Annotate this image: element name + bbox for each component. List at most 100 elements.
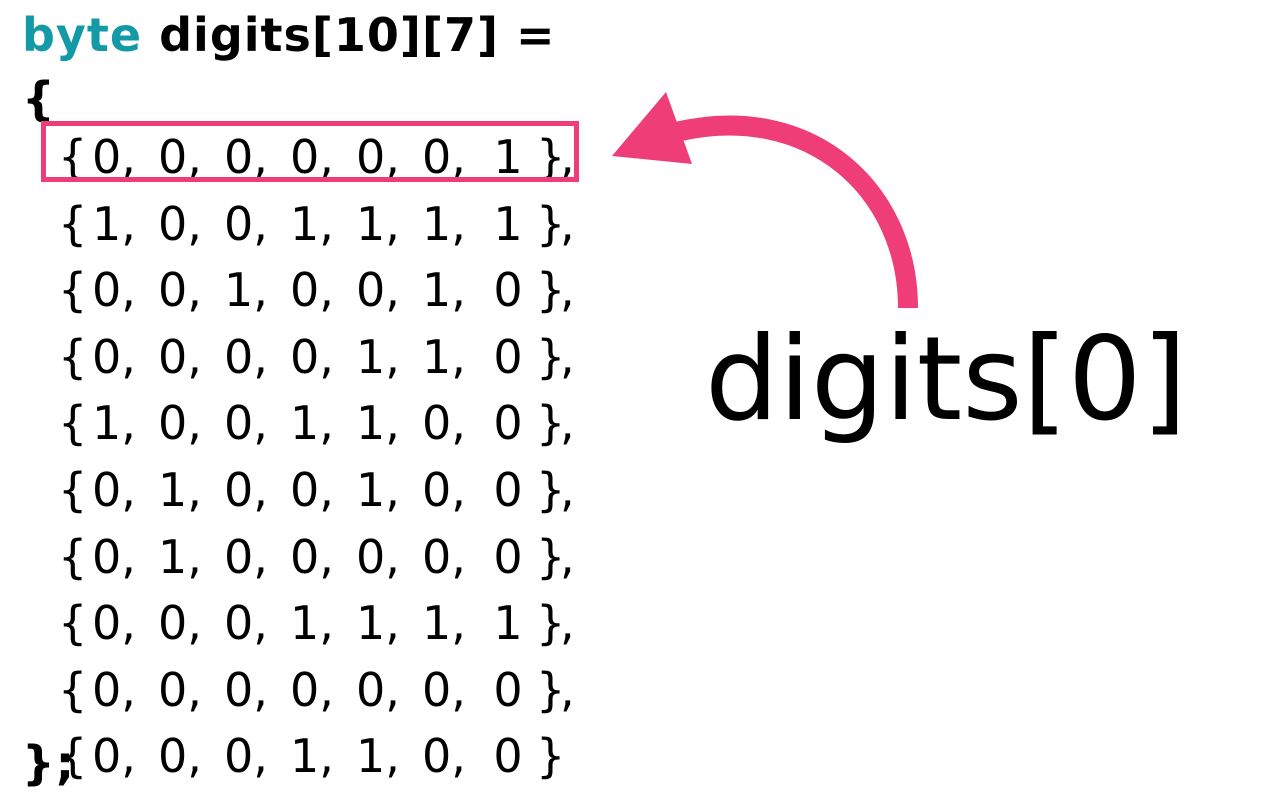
array-cell: 1, <box>422 596 466 651</box>
array-cell: 0, <box>290 263 334 318</box>
row-comma: , <box>560 196 575 251</box>
row-close-brace: } <box>536 463 566 517</box>
array-cell: 0, <box>290 329 334 384</box>
array-cell: 0, <box>290 662 334 717</box>
array-cell: 0, <box>290 529 334 584</box>
array-cell: 1 <box>493 596 523 651</box>
array-row: {0, 1, 0, 0, 1, 0, 0}, <box>58 457 588 523</box>
row-comma: , <box>560 130 575 184</box>
array-cell: 1, <box>290 729 334 784</box>
array-cell: 0, <box>158 196 202 251</box>
callout-label: digits[0] <box>705 312 1187 447</box>
array-cell: 0, <box>356 662 400 717</box>
array-cell: 0, <box>92 263 136 318</box>
array-cell: 1, <box>356 396 400 451</box>
array-cell: 0 <box>493 263 523 318</box>
array-cell: 0, <box>158 130 202 184</box>
array-cell: 0 <box>493 729 523 784</box>
callout-arrow-head <box>612 92 692 164</box>
array-cell: 1, <box>290 596 334 651</box>
array-cell: 0, <box>224 130 268 184</box>
array-cell: 0, <box>158 329 202 384</box>
array-cell: 0, <box>92 596 136 651</box>
close-brace: }; <box>22 736 76 790</box>
row-comma: , <box>560 396 575 451</box>
row-close-brace: } <box>536 130 566 184</box>
array-cell: 1, <box>422 263 466 318</box>
row-open-brace: { <box>58 662 88 717</box>
array-cell: 1, <box>422 196 466 251</box>
array-row: {0,0,0,0,0,0,0}, <box>58 657 588 723</box>
array-cell: 0, <box>356 263 400 318</box>
array-cell: 0, <box>92 662 136 717</box>
array-row: {0, 0, 0, 0, 1, 1, 0}, <box>58 324 588 390</box>
row-close-brace: } <box>536 263 566 318</box>
array-cell: 0, <box>290 463 334 517</box>
row-open-brace: { <box>58 396 88 451</box>
array-cell: 0, <box>224 729 268 784</box>
row-open-brace: { <box>58 329 88 384</box>
array-cell: 0 <box>493 529 523 584</box>
array-cell: 0, <box>356 130 400 184</box>
array-cell: 0, <box>158 662 202 717</box>
array-cell: 1, <box>290 196 334 251</box>
array-cell: 1, <box>92 196 136 251</box>
highlight-box <box>41 121 579 182</box>
declaration-text: digits[10][7] = <box>142 8 556 62</box>
array-row: {0,0,0,1,1,0,0} <box>58 723 588 789</box>
array-cell: 1, <box>290 396 334 451</box>
row-close-brace: } <box>536 662 566 717</box>
array-cell: 0 <box>493 662 523 717</box>
row-comma: , <box>560 463 575 517</box>
array-cell: 0, <box>224 596 268 651</box>
array-cell: 0, <box>158 596 202 651</box>
type-keyword: byte <box>22 8 143 62</box>
row-open-brace: { <box>58 263 88 318</box>
row-comma: , <box>560 529 575 584</box>
array-cell: 0, <box>290 130 334 184</box>
array-cell: 0, <box>224 329 268 384</box>
array-cell: 0, <box>422 729 466 784</box>
array-cell: 1, <box>158 529 202 584</box>
array-cell: 1 <box>493 196 523 251</box>
array-cell: 1, <box>356 729 400 784</box>
array-cell: 1, <box>158 463 202 517</box>
array-cell: 0, <box>92 329 136 384</box>
array-cell: 1 <box>493 130 523 184</box>
array-cell: 0, <box>422 662 466 717</box>
row-open-brace: { <box>58 196 88 251</box>
array-cell: 1, <box>356 596 400 651</box>
row-open-brace: { <box>58 596 88 651</box>
row-comma: , <box>560 596 575 651</box>
array-cell: 1, <box>356 463 400 517</box>
array-cell: 0, <box>422 130 466 184</box>
array-cell: 1, <box>356 329 400 384</box>
array-cell: 0, <box>224 529 268 584</box>
array-cell: 0, <box>158 729 202 784</box>
array-row: {1,0,0,1,1,1,1}, <box>58 191 588 257</box>
row-open-brace: { <box>58 529 88 584</box>
array-cell: 0, <box>422 529 466 584</box>
row-comma: , <box>560 263 575 318</box>
array-cell: 0, <box>92 529 136 584</box>
array-cell: 0 <box>493 329 523 384</box>
row-open-brace: { <box>58 463 88 517</box>
array-cell: 0 <box>493 396 523 451</box>
array-cell: 0, <box>224 396 268 451</box>
array-cell: 0, <box>224 662 268 717</box>
array-cell: 0, <box>356 529 400 584</box>
row-comma: , <box>560 329 575 384</box>
array-cell: 0 <box>493 463 523 517</box>
array-cell: 0, <box>224 196 268 251</box>
row-close-brace: } <box>536 329 566 384</box>
row-close-brace: } <box>536 596 566 651</box>
array-row: {1,0,0,1,1,0,0}, <box>58 390 588 456</box>
array-declaration: byte digits[10][7] = <box>22 12 556 58</box>
array-cell: 0, <box>422 463 466 517</box>
array-cell: 0, <box>92 463 136 517</box>
row-close-brace: } <box>536 196 566 251</box>
array-cell: 0, <box>224 463 268 517</box>
array-row: {0,1,0,0,0,0,0}, <box>58 524 588 590</box>
array-cell: 1, <box>422 329 466 384</box>
array-cell: 0, <box>92 729 136 784</box>
